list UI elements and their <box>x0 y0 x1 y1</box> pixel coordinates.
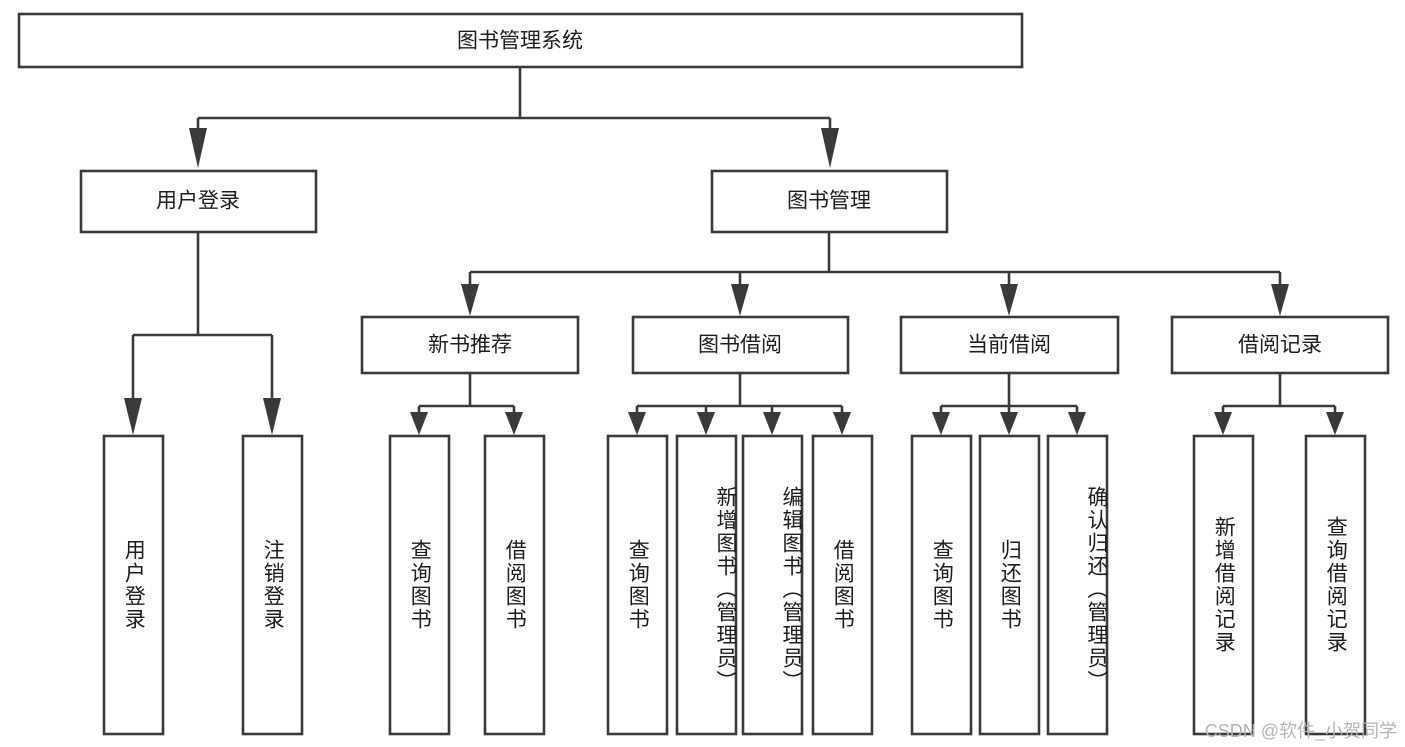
node-current-borrow[interactable]: 当前借阅 <box>899 315 1120 375</box>
arrow-icon-leaf-add-book <box>697 412 715 435</box>
node-leaf-confirm-return-box[interactable] <box>1046 434 1109 736</box>
arrow-icon-leaf-borrow-book-1 <box>505 412 523 435</box>
node-current-borrow-box[interactable] <box>899 315 1120 375</box>
node-new-book-rec-label: 新书推荐 <box>428 334 512 357</box>
node-borrow-record-box[interactable] <box>1170 315 1390 375</box>
node-leaf-query-book-3-box[interactable] <box>910 434 973 736</box>
arrow-icon-leaf-query-record <box>1326 412 1344 435</box>
node-root-box[interactable] <box>17 12 1024 69</box>
node-book-manage-box[interactable] <box>710 169 949 234</box>
node-book-borrow-box[interactable] <box>631 315 850 375</box>
node-leaf-borrow-book-2-box[interactable] <box>811 434 874 736</box>
node-user-login-label: 用户登录 <box>156 190 240 213</box>
arrow-icon-to-current-borrow <box>1000 284 1018 316</box>
node-leaf-return-book-box[interactable] <box>978 434 1041 736</box>
node-leaf-query-record-box[interactable] <box>1304 434 1367 736</box>
node-new-book-rec-box[interactable] <box>360 315 580 375</box>
node-book-borrow[interactable]: 图书借阅 <box>631 315 850 375</box>
arrow-icon-to-book-borrow <box>731 284 749 316</box>
arrow-icon-leaf-add-record <box>1214 412 1232 435</box>
csdn-watermark: CSDN @软件_小贺同学 <box>1204 721 1397 741</box>
arrow-icon-leaf-borrow-book-2 <box>833 412 851 435</box>
node-leaf-query-book-2-box[interactable] <box>606 434 669 736</box>
node-user-login[interactable]: 用户登录 <box>79 169 318 234</box>
node-root-label: 图书管理系统 <box>457 30 583 53</box>
node-leaf-user-login-box[interactable] <box>102 434 165 736</box>
node-leaf-query-book-1-box[interactable] <box>388 434 451 736</box>
node-leaf-borrow-book-1-box[interactable] <box>483 434 546 736</box>
node-book-manage-label: 图书管理 <box>787 190 871 213</box>
arrow-icon-leaf-query-book-2 <box>628 412 646 435</box>
node-new-book-rec[interactable]: 新书推荐 <box>360 315 580 375</box>
node-borrow-record-label: 借阅记录 <box>1238 334 1322 357</box>
arrow-icon-leaf-logout <box>263 398 281 435</box>
arrow-icon-leaf-query-book-1 <box>410 412 428 435</box>
arrow-icon-leaf-edit-book <box>763 412 781 435</box>
node-book-borrow-label: 图书借阅 <box>698 334 782 357</box>
arrow-icon-leaf-query-book-3 <box>932 412 950 435</box>
arrow-icon-to-borrow-record <box>1271 284 1289 316</box>
node-borrow-record[interactable]: 借阅记录 <box>1170 315 1390 375</box>
node-book-manage[interactable]: 图书管理 <box>710 169 949 234</box>
node-leaf-edit-book-box[interactable] <box>741 434 804 736</box>
node-leaf-add-record-box[interactable] <box>1192 434 1255 736</box>
arrow-icon-leaf-user-login <box>124 398 142 435</box>
node-current-borrow-label: 当前借阅 <box>967 334 1051 357</box>
arrow-icon-to-new-book-rec <box>461 284 479 316</box>
node-leaf-add-book-box[interactable] <box>675 434 738 736</box>
node-root[interactable]: 图书管理系统 <box>17 12 1024 69</box>
arrow-icon-to-book-manage <box>821 128 839 168</box>
arrow-icon-leaf-return-book <box>1000 412 1018 435</box>
node-leaf-logout-box[interactable] <box>241 434 304 736</box>
arrow-icon-leaf-confirm-return <box>1068 412 1086 435</box>
arrow-icon-to-user-login <box>189 128 207 168</box>
